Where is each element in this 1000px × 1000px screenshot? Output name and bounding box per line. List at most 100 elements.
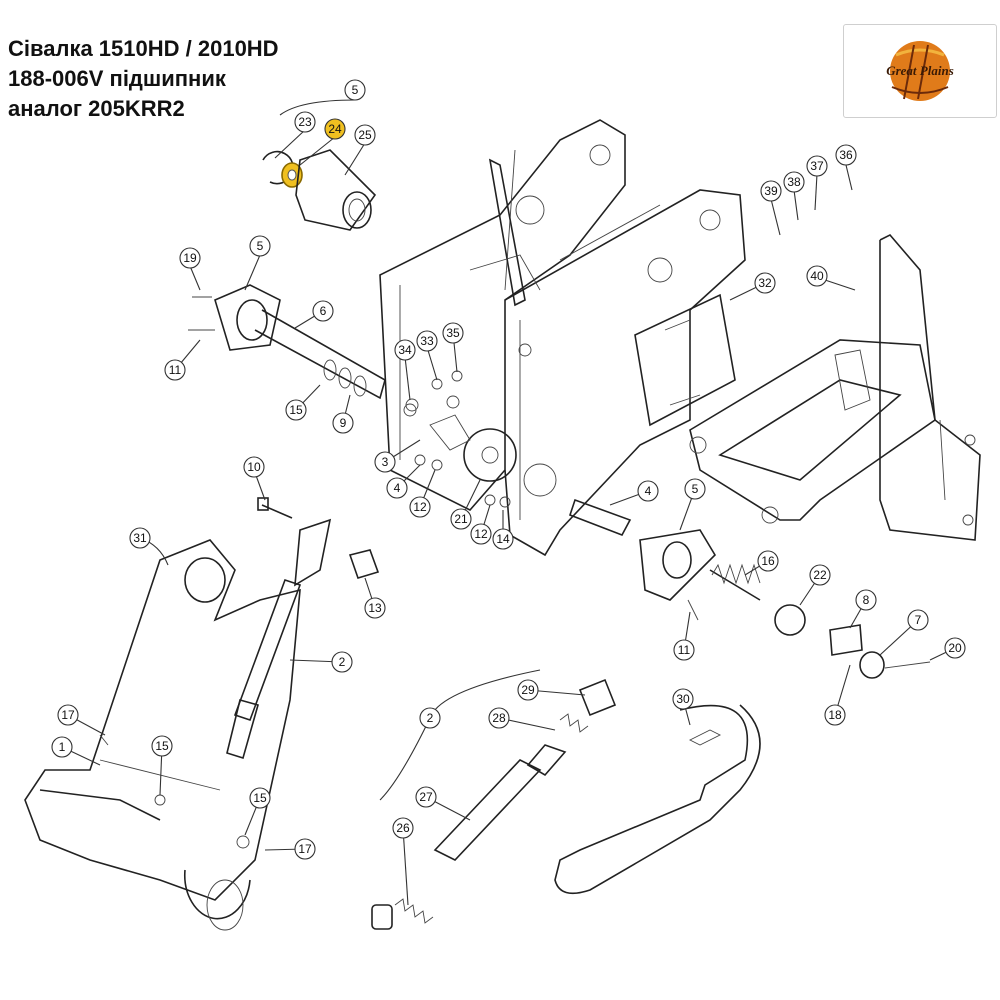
callout-33: 33 xyxy=(416,330,438,352)
svg-text:9: 9 xyxy=(340,416,347,430)
callout-30: 30 xyxy=(672,688,694,710)
callout-5: 5 xyxy=(344,79,366,101)
callout-15: 15 xyxy=(249,787,271,809)
svg-text:22: 22 xyxy=(813,568,827,582)
callout-9: 9 xyxy=(332,412,354,434)
callout-11: 11 xyxy=(673,639,695,661)
title-line-analog: аналог 205KRR2 xyxy=(8,96,185,121)
svg-text:26: 26 xyxy=(396,821,410,835)
callout-15: 15 xyxy=(151,735,173,757)
svg-text:13: 13 xyxy=(368,601,382,615)
brand-logo: Great Plains xyxy=(843,24,997,118)
svg-text:1: 1 xyxy=(59,740,66,754)
svg-text:23: 23 xyxy=(298,115,312,129)
svg-text:12: 12 xyxy=(474,527,488,541)
svg-text:24: 24 xyxy=(328,122,342,136)
svg-text:28: 28 xyxy=(492,711,506,725)
callout-17: 17 xyxy=(294,838,316,860)
callout-28: 28 xyxy=(488,707,510,729)
svg-text:17: 17 xyxy=(61,708,75,722)
svg-text:38: 38 xyxy=(787,175,801,189)
svg-text:5: 5 xyxy=(692,482,699,496)
callout-4: 4 xyxy=(386,477,408,499)
callout-14: 14 xyxy=(492,528,514,550)
callout-32: 32 xyxy=(754,272,776,294)
callouts: 5 23 24 25 36 37 38 39 19 5 6 11 40 32 3… xyxy=(51,79,966,860)
svg-text:2: 2 xyxy=(339,655,346,669)
svg-text:25: 25 xyxy=(358,128,372,142)
svg-text:40: 40 xyxy=(810,269,824,283)
bearing-assembly-top xyxy=(262,149,377,231)
title-line-model: Сівалка 1510HD / 2010HD xyxy=(8,36,279,61)
svg-text:3: 3 xyxy=(382,455,389,469)
callout-12: 12 xyxy=(470,523,492,545)
svg-text:11: 11 xyxy=(678,643,691,657)
callout-18: 18 xyxy=(824,704,846,726)
callout-5: 5 xyxy=(684,478,706,500)
svg-text:19: 19 xyxy=(183,251,197,265)
svg-text:32: 32 xyxy=(758,276,772,290)
svg-text:37: 37 xyxy=(810,159,824,173)
page-title: Сівалка 1510HD / 2010HD 188-006V підшипн… xyxy=(8,34,279,124)
svg-text:14: 14 xyxy=(496,532,510,546)
callout-34: 34 xyxy=(394,339,416,361)
callout-23: 23 xyxy=(294,111,316,133)
svg-text:31: 31 xyxy=(133,531,147,545)
svg-text:16: 16 xyxy=(761,554,775,568)
title-line-part: 188-006V підшипник xyxy=(8,66,226,91)
svg-text:20: 20 xyxy=(948,641,962,655)
svg-text:4: 4 xyxy=(645,484,652,498)
turnbuckle-upper xyxy=(226,518,332,760)
svg-text:30: 30 xyxy=(676,692,690,706)
callout-35: 35 xyxy=(442,322,464,344)
svg-text:8: 8 xyxy=(863,593,870,607)
callout-27: 27 xyxy=(415,786,437,808)
svg-text:6: 6 xyxy=(320,304,327,318)
svg-text:15: 15 xyxy=(289,403,303,417)
drive-chain xyxy=(554,704,761,895)
svg-text:27: 27 xyxy=(419,790,433,804)
svg-text:36: 36 xyxy=(839,148,853,162)
svg-text:21: 21 xyxy=(454,512,468,526)
logo-text: Great Plains xyxy=(886,63,954,78)
shaft-assembly-right xyxy=(568,498,931,679)
shaft-assembly-left xyxy=(188,284,386,400)
callout-26: 26 xyxy=(392,817,414,839)
callout-19: 19 xyxy=(179,247,201,269)
callout-36: 36 xyxy=(835,144,857,166)
callout-3: 3 xyxy=(374,451,396,473)
callout-2: 2 xyxy=(331,651,353,673)
svg-text:11: 11 xyxy=(169,363,182,377)
callout-10: 10 xyxy=(243,456,265,478)
svg-text:7: 7 xyxy=(915,613,922,627)
callout-22: 22 xyxy=(809,564,831,586)
callout-8: 8 xyxy=(855,589,877,611)
svg-text:10: 10 xyxy=(247,460,261,474)
right-bracket xyxy=(689,234,981,541)
callout-11: 11 xyxy=(164,359,186,381)
svg-text:2: 2 xyxy=(427,711,434,725)
callout-4: 4 xyxy=(637,480,659,502)
callout-37: 37 xyxy=(806,155,828,177)
svg-text:33: 33 xyxy=(420,334,434,348)
callout-6: 6 xyxy=(312,300,334,322)
svg-text:15: 15 xyxy=(155,739,169,753)
svg-text:12: 12 xyxy=(413,500,427,514)
callout-40: 40 xyxy=(806,265,828,287)
guard-plate xyxy=(634,293,736,427)
callout-15: 15 xyxy=(285,399,307,421)
svg-text:5: 5 xyxy=(352,83,359,97)
bolt-and-sleeve xyxy=(257,497,380,579)
svg-text:4: 4 xyxy=(394,481,401,495)
great-plains-logo-icon: Great Plains xyxy=(886,41,954,101)
callout-39: 39 xyxy=(760,180,782,202)
svg-text:18: 18 xyxy=(828,708,842,722)
callout-25: 25 xyxy=(354,124,376,146)
callout-20: 20 xyxy=(944,637,966,659)
svg-text:15: 15 xyxy=(253,791,267,805)
svg-text:35: 35 xyxy=(446,326,460,340)
callout-38: 38 xyxy=(783,171,805,193)
callout-7: 7 xyxy=(907,609,929,631)
callout-17: 17 xyxy=(57,704,79,726)
